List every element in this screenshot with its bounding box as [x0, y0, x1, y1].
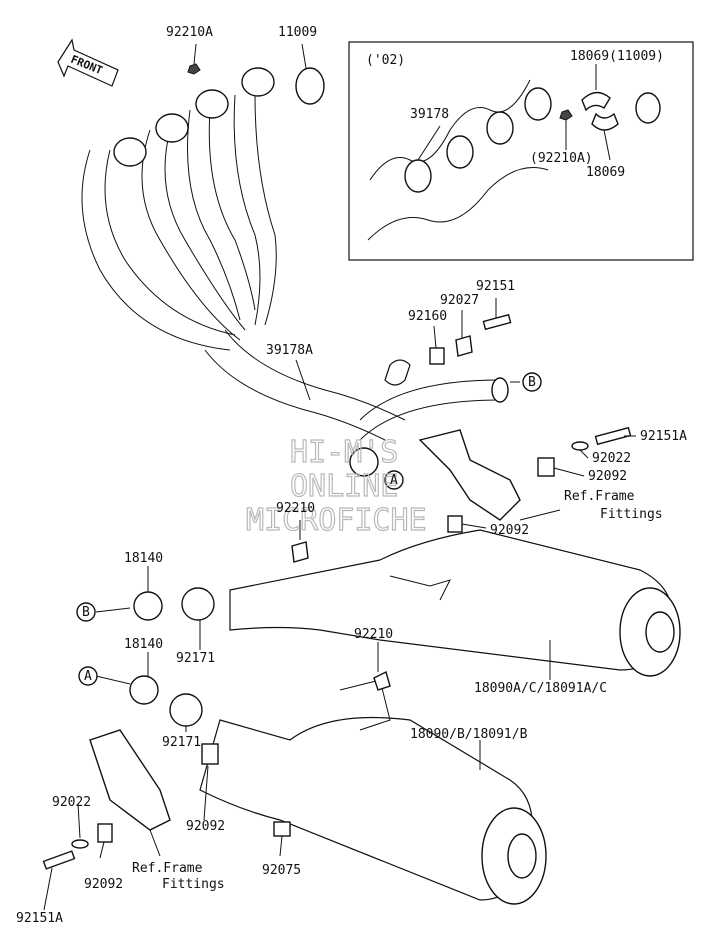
label-18090A: 18090A/C/18091A/C [474, 681, 607, 696]
label-92171-bot: 92171 [162, 735, 201, 750]
label-18090B: 18090/B/18091/B [410, 727, 528, 742]
label-92151: 92151 [476, 279, 515, 294]
reference-markers [76, 372, 542, 686]
label-92092-right-1: 92092 [588, 469, 627, 484]
label-18140-top: 18140 [124, 551, 163, 566]
label-92022-left: 92022 [52, 795, 91, 810]
ref-A-marker-mid [384, 470, 404, 490]
inset-02-box [348, 41, 694, 261]
label-92075: 92075 [262, 863, 301, 878]
label-92210A-top: 92210A [166, 25, 213, 40]
label-92160: 92160 [408, 309, 447, 324]
muffler-lower [42, 670, 547, 905]
label-inset-18069-11009: 18069(11009) [570, 49, 664, 64]
label-39178A: 39178A [266, 343, 313, 358]
label-92171-top: 92171 [176, 651, 215, 666]
label-92022-right: 92022 [592, 451, 631, 466]
label-92092-left: 92092 [186, 819, 225, 834]
label-92151A-right: 92151A [640, 429, 687, 444]
exhaust-header-pipes [81, 63, 509, 477]
ref-B-marker-right [522, 372, 542, 392]
watermark-line-3: MICROFICHE [246, 503, 427, 538]
label-inset-39178: 39178 [410, 107, 449, 122]
label-ref-B-right: B [528, 375, 536, 390]
label-ref-A-mid: A [390, 473, 398, 488]
label-92210-mid: 92210 [276, 501, 315, 516]
label-inset-18069: 18069 [586, 165, 625, 180]
label-11009-top: 11009 [278, 25, 317, 40]
watermark-line-2: ONLINE [290, 469, 398, 504]
watermark-line-1: HI-M'S [290, 435, 398, 470]
label-inset-92210A: (92210A) [530, 151, 593, 166]
label-92092-left-2: 92092 [84, 877, 123, 892]
ref-A-marker-left [78, 666, 98, 686]
label-ref-frame-right-1: Ref.Frame [564, 489, 635, 504]
label-ref-A-left: A [84, 669, 92, 684]
label-ref-B-left: B [82, 605, 90, 620]
label-92027: 92027 [440, 293, 479, 308]
muffler-upper [133, 529, 681, 677]
label-ref-frame-left-1: Ref.Frame [132, 861, 203, 876]
label-18140-bot: 18140 [124, 637, 163, 652]
front-arrow: FRONT [57, 38, 119, 87]
label-92092-right-2: 92092 [490, 523, 529, 538]
label-92151A-left: 92151A [16, 911, 63, 926]
label-inset-year: ('02) [366, 53, 405, 68]
label-ref-frame-left-2: Fittings [162, 877, 225, 892]
watermark: HI-M'S ONLINE MICROFICHE [245, 434, 427, 538]
ref-B-marker-left [76, 602, 96, 622]
label-ref-frame-right-2: Fittings [600, 507, 663, 522]
part-labels: 92210A 11009 ('02) 18069(11009) 39178 (9… [16, 25, 687, 926]
label-92210-lower: 92210 [354, 627, 393, 642]
leader-lines [43, 43, 636, 911]
